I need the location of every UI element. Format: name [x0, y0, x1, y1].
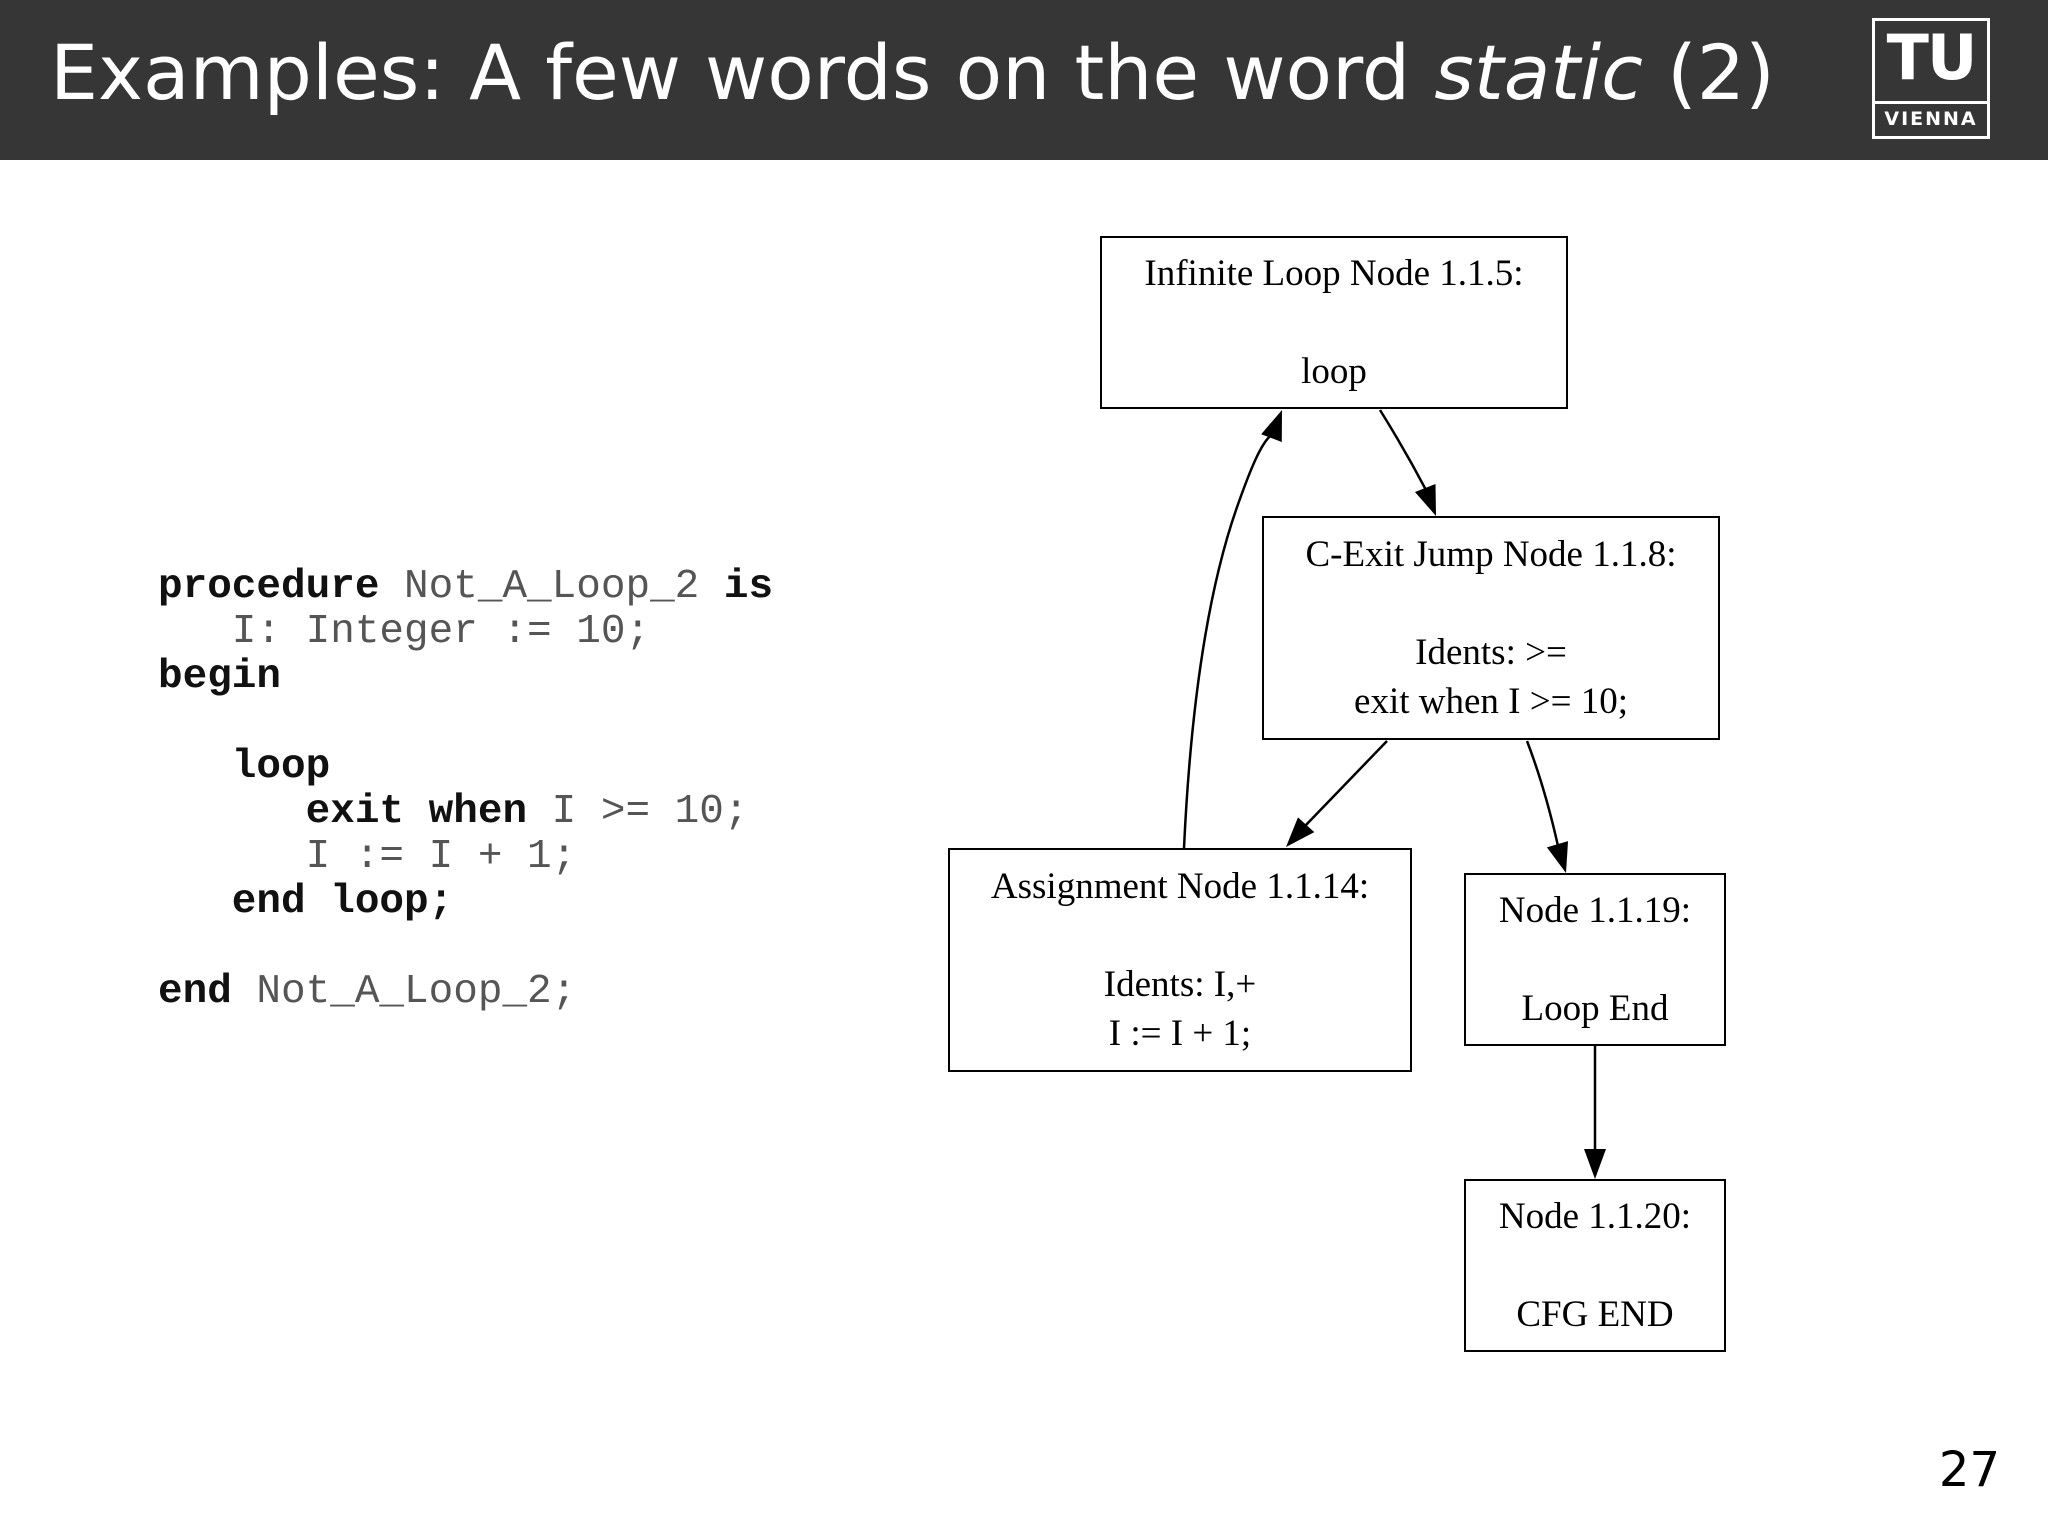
node-spacer [1466, 935, 1724, 984]
edge-infinite-loop-node-to-c-exit-jump-node [1378, 409, 1428, 491]
code-text: I: Integer := 10; [158, 609, 651, 655]
arrowhead-cfg-end-node [1584, 1149, 1606, 1179]
code-keyword: end [158, 969, 232, 1015]
logo-name: VIENNA [1884, 108, 1978, 130]
arrowhead-assignment-node [1286, 817, 1315, 847]
node-title: Node 1.1.20: [1498, 1196, 1692, 1237]
c-exit-jump-node: C-Exit Jump Node 1.1.8: Idents: >= exit wh… [1262, 516, 1720, 740]
node-text: Loop End [1521, 988, 1669, 1029]
code-text: Not_A_Loop_2 [379, 564, 724, 610]
code-line: end loop; [158, 880, 773, 925]
tu-vienna-logo: TU VIENNA [1872, 18, 1990, 139]
node-spacer [950, 911, 1410, 960]
node-text: Idents: >= [1415, 632, 1567, 673]
code-line: I := I + 1; [158, 835, 773, 880]
node-spacer [1102, 298, 1566, 347]
code-keyword: loop [158, 744, 331, 790]
edge-c-exit-jump-node-to-loop-end-node [1525, 740, 1560, 847]
node-text: I := I + 1; [1108, 1013, 1252, 1054]
logo-divider [1875, 101, 1987, 104]
node-title: C-Exit Jump Node 1.1.8: [1305, 534, 1677, 575]
infinite-loop-node: Infinite Loop Node 1.1.5: loop [1100, 236, 1568, 409]
code-line: exit when I >= 10; [158, 790, 773, 835]
node-title: Node 1.1.19: [1498, 890, 1692, 931]
cfg-end-node: Node 1.1.20: CFG END [1464, 1179, 1726, 1352]
slide-header: Examples: A few words on the word static… [0, 0, 2048, 160]
arrowhead-infinite-loop-node [1261, 410, 1282, 442]
assignment-node: Assignment Node 1.1.14: Idents: I,+ I := I… [948, 848, 1412, 1072]
code-line: begin [158, 655, 773, 700]
slide-title: Examples: A few words on the word static… [50, 28, 1775, 118]
code-keyword: is [723, 564, 774, 610]
code-listing: procedure Not_A_Loop_2 is I: Integer := … [158, 565, 773, 1015]
code-text: Not_A_Loop_2; [231, 969, 577, 1015]
code-text: I >= 10; [527, 789, 749, 835]
node-spacer [1264, 579, 1718, 628]
node-text: Idents: I,+ [1103, 964, 1257, 1005]
code-line: end Not_A_Loop_2; [158, 970, 773, 1015]
code-line: loop [158, 745, 773, 790]
code-text: I := I + 1; [158, 834, 577, 880]
loop-end-node: Node 1.1.19: Loop End [1464, 873, 1726, 1046]
page-number: 27 [1938, 1442, 2000, 1498]
code-keyword: end loop; [158, 879, 454, 925]
code-keyword: procedure [158, 564, 380, 610]
arrowhead-loop-end-node [1546, 841, 1569, 873]
logo-mark: TU [1886, 21, 1978, 94]
title-suffix: (2) [1642, 28, 1775, 117]
node-title: Assignment Node 1.1.14: [990, 866, 1370, 907]
node-text: exit when I >= 10; [1354, 681, 1628, 722]
node-text: loop [1301, 351, 1367, 392]
node-title: Infinite Loop Node 1.1.5: [1144, 253, 1524, 294]
arrowhead-c-exit-jump-node [1414, 484, 1436, 516]
node-spacer [1466, 1241, 1724, 1290]
code-line: I: Integer := 10; [158, 610, 773, 655]
code-line: procedure Not_A_Loop_2 is [158, 565, 773, 610]
title-prefix: Examples: A few words on the word [50, 28, 1435, 117]
code-keyword: begin [158, 654, 282, 700]
title-emphasis: static [1434, 28, 1643, 117]
code-keyword: exit when [158, 789, 528, 835]
node-text: CFG END [1516, 1294, 1674, 1335]
edge-assignment-node-to-infinite-loop-node [1182, 432, 1274, 849]
edge-c-exit-jump-node-to-assignment-node [1304, 740, 1388, 827]
